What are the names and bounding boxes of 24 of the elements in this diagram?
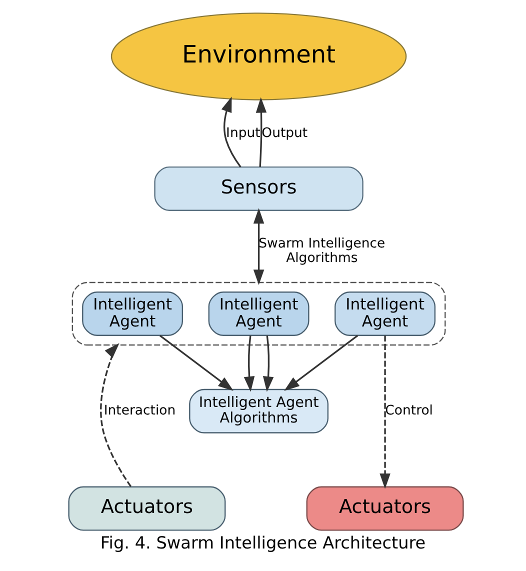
arrow [262,335,274,392]
node-ellipse: Environment [110,12,407,100]
cluster [72,282,446,346]
arrow [284,334,358,391]
arrow [221,96,242,168]
node-box: Sensors [154,166,364,211]
edge-label: Swarm Intelligence Algorithms [258,236,386,266]
edge-label: Interaction [104,404,176,419]
arrow [256,97,267,168]
node-box: Intelligent Agent [82,292,184,336]
arrow [253,208,264,286]
arrow [159,334,234,391]
edge-label: Input [226,126,260,141]
edge-label: Output [262,126,308,141]
edge-label: Control [385,404,433,419]
node-box: Intelligent Agent Algorithms [189,388,329,434]
node-box: Actuators [306,486,464,531]
node-box: Intelligent Agent [334,292,436,336]
caption: Fig. 4. Swarm Intelligence Architecture [100,532,426,552]
node-box: Actuators [68,486,226,531]
node-box: Intelligent Agent [208,292,310,336]
arrow [244,335,255,392]
arrow [380,336,390,489]
arrow [100,343,132,488]
